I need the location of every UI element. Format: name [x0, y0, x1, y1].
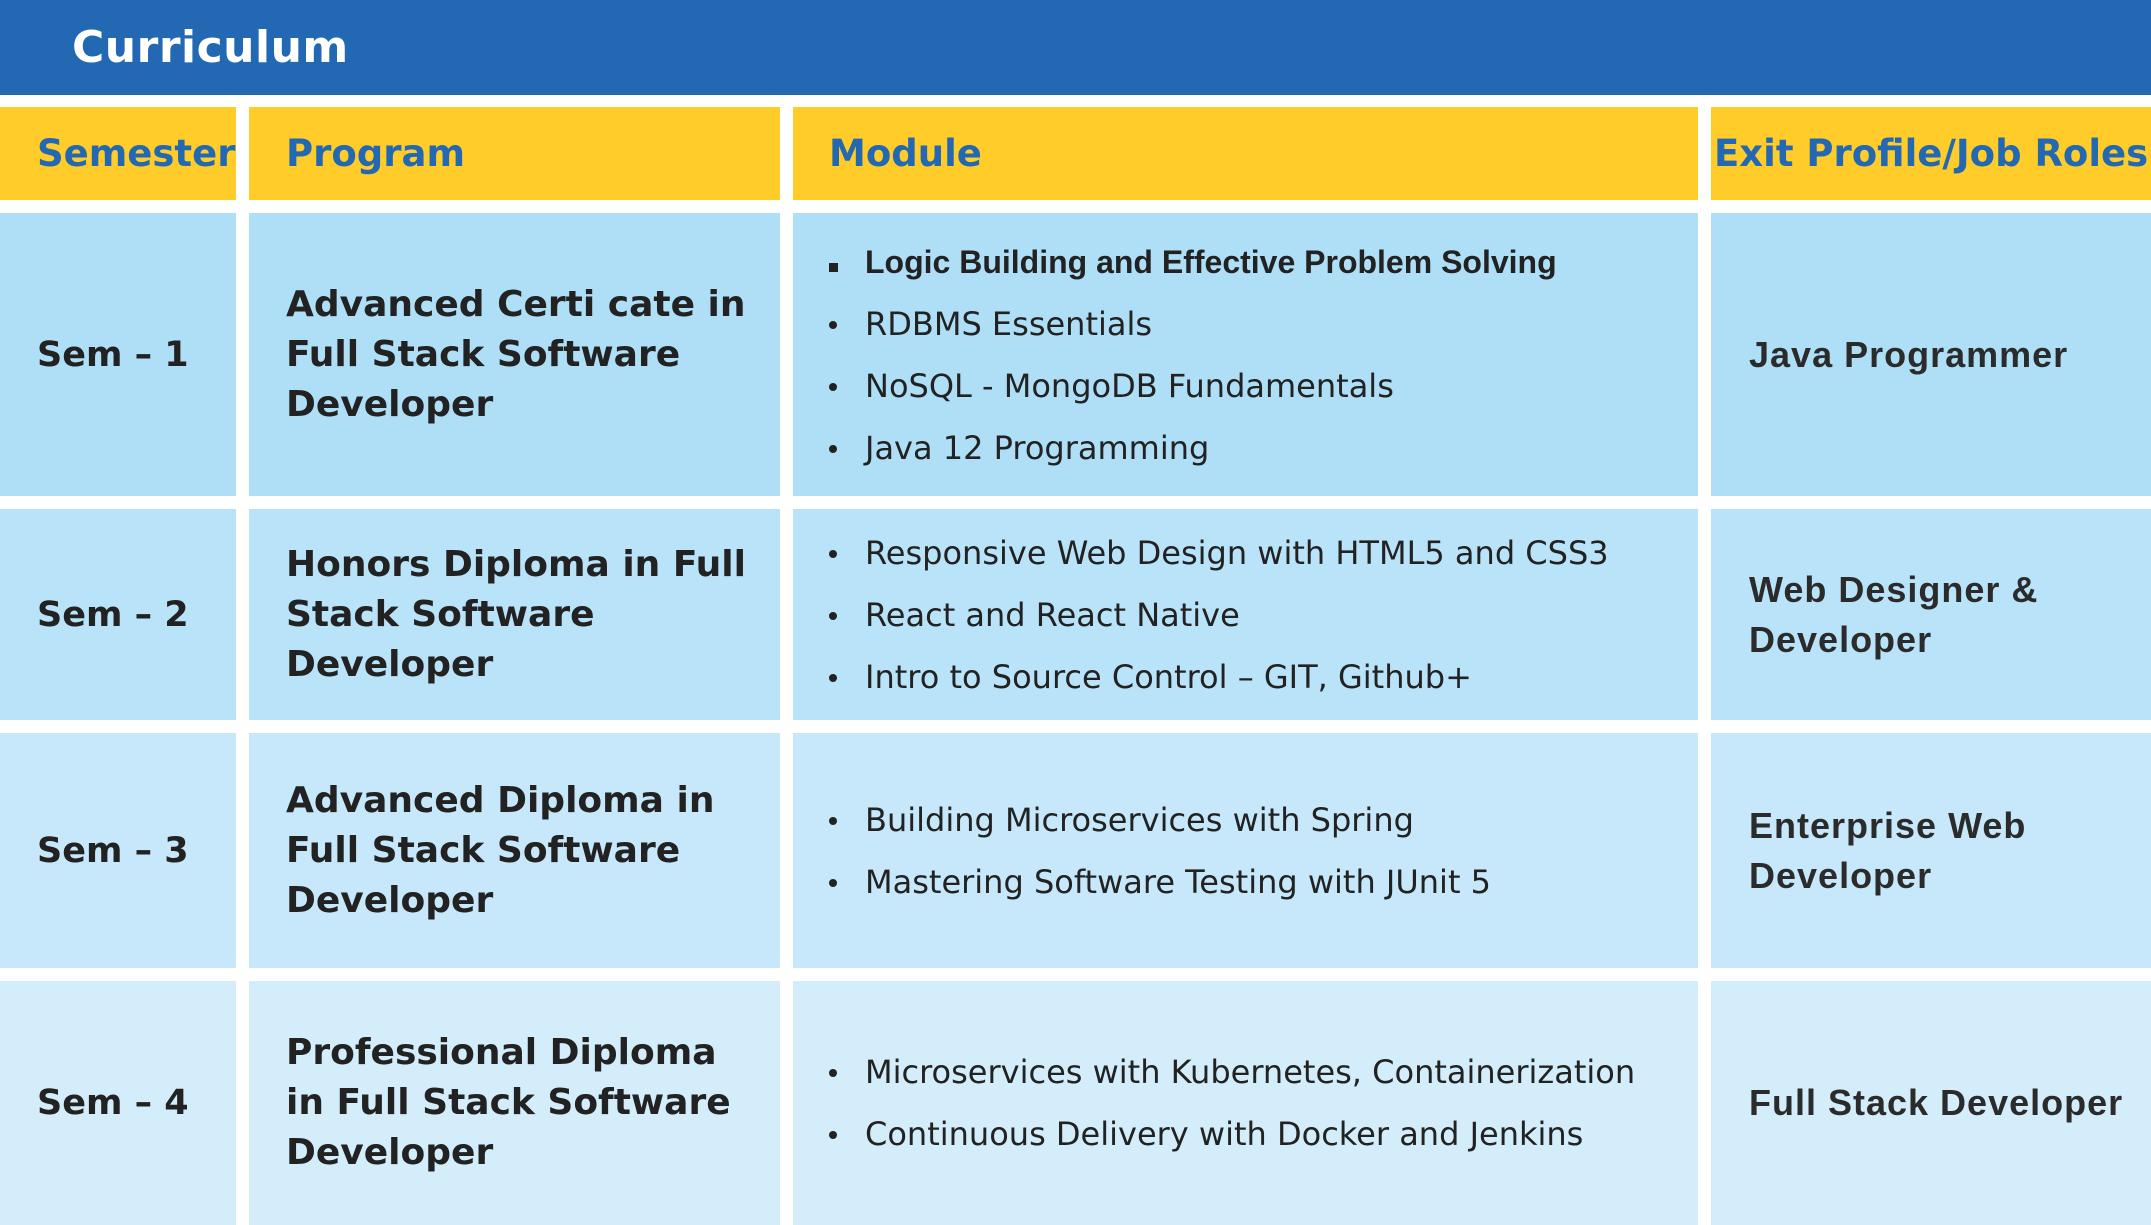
table-row-1-exit-role: Java Programmer — [1711, 213, 2151, 496]
table-row-2-semester: Sem – 2 — [0, 509, 236, 720]
module-item: Microservices with Kubernetes, Container… — [825, 1041, 1635, 1103]
table-row-1-semester: Sem – 1 — [0, 213, 236, 496]
column-header-exit-profile: Exit Profile/Job Roles — [1711, 107, 2151, 200]
semester-label: Sem – 2 — [37, 594, 189, 635]
module-item: Continuous Delivery with Docker and Jenk… — [825, 1103, 1635, 1165]
module-item: Java 12 Programming — [825, 417, 1557, 479]
column-header-semester: Semester — [0, 107, 236, 200]
exit-role: Full Stack Developer — [1749, 1082, 2124, 1123]
page-title: Curriculum — [72, 22, 349, 73]
module-list: Microservices with Kubernetes, Container… — [825, 1041, 1635, 1165]
semester-label: Sem – 1 — [37, 334, 189, 375]
module-item: Building Microservices with Spring — [825, 789, 1491, 851]
semester-label: Sem – 3 — [37, 830, 189, 871]
column-header-program: Program — [249, 107, 780, 200]
table-row-2-modules: Responsive Web Design with HTML5 and CSS… — [793, 509, 1698, 720]
table-row-3-modules: Building Microservices with Spring Maste… — [793, 733, 1698, 968]
module-item: Logic Building and Effective Problem Sol… — [825, 231, 1557, 293]
table-row-3-exit-role: Enterprise Web Developer — [1711, 733, 2151, 968]
program-name: Advanced Certi cate in Full Stack Softwa… — [286, 283, 746, 425]
table-row-4-modules: Microservices with Kubernetes, Container… — [793, 981, 1698, 1225]
table-row-2-program: Honors Diploma in Full Stack Software De… — [249, 509, 780, 720]
column-header-program-label: Program — [286, 132, 466, 175]
table-row-3-program: Advanced Diploma in Full Stack Software … — [249, 733, 780, 968]
column-header-exit-profile-label: Exit Profile/Job Roles — [1714, 132, 2149, 175]
module-list: Responsive Web Design with HTML5 and CSS… — [825, 522, 1609, 708]
table-row-4-semester: Sem – 4 — [0, 981, 236, 1225]
module-item: RDBMS Essentials — [825, 293, 1557, 355]
column-header-semester-label: Semester — [37, 132, 236, 175]
module-list: Logic Building and Effective Problem Sol… — [825, 231, 1557, 479]
table-row-1-modules: Logic Building and Effective Problem Sol… — [793, 213, 1698, 496]
program-name: Professional Diploma in Full Stack Softw… — [286, 1032, 731, 1173]
program-name: Advanced Diploma in Full Stack Software … — [286, 779, 715, 921]
module-list: Building Microservices with Spring Maste… — [825, 789, 1491, 913]
module-item: NoSQL - MongoDB Fundamentals — [825, 355, 1557, 417]
module-item: Intro to Source Control – GIT, Github+ — [825, 646, 1609, 708]
exit-role: Web Designer & Developer — [1749, 568, 2039, 660]
semester-label: Sem – 4 — [37, 1083, 189, 1123]
column-header-module: Module — [793, 107, 1698, 200]
table-row-1-program: Advanced Certi cate in Full Stack Softwa… — [249, 213, 780, 496]
table-row-4-program: Professional Diploma in Full Stack Softw… — [249, 981, 780, 1225]
table-row-2-exit-role: Web Designer & Developer — [1711, 509, 2151, 720]
table-row-3-semester: Sem – 3 — [0, 733, 236, 968]
program-name: Honors Diploma in Full Stack Software De… — [286, 543, 746, 685]
exit-role: Java Programmer — [1749, 333, 2069, 375]
module-item: React and React Native — [825, 584, 1609, 646]
curriculum-header: Curriculum — [0, 0, 2151, 95]
column-header-module-label: Module — [829, 132, 982, 175]
module-item: Mastering Software Testing with JUnit 5 — [825, 851, 1491, 913]
table-row-4-exit-role: Full Stack Developer — [1711, 981, 2151, 1225]
module-item: Responsive Web Design with HTML5 and CSS… — [825, 522, 1609, 584]
exit-role: Enterprise Web Developer — [1749, 804, 2027, 896]
